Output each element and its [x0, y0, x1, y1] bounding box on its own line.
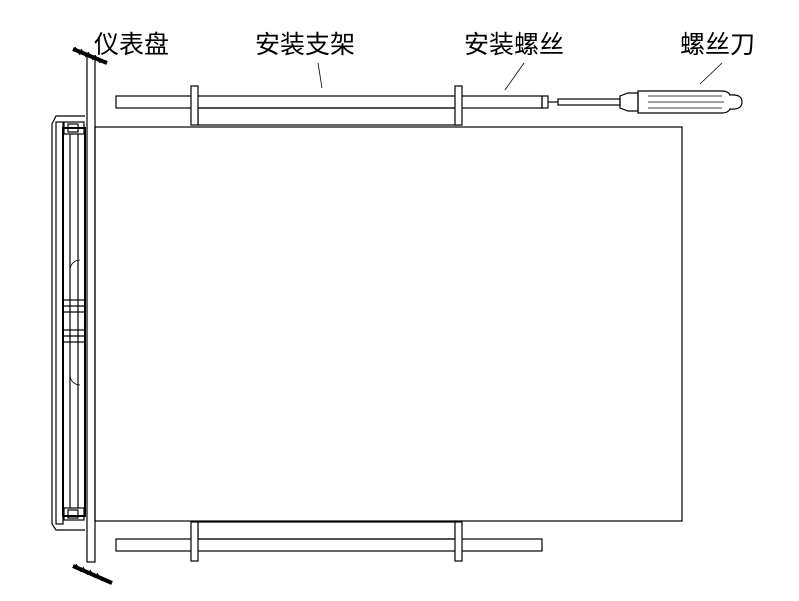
- screwdriver: [541, 90, 743, 114]
- bottom-mounting-bracket: [115, 521, 543, 562]
- top-mounting-bracket: [115, 85, 543, 126]
- label-screw: 安装螺丝: [464, 30, 564, 59]
- label-bracket: 安装支架: [255, 30, 355, 59]
- label-screwdriver: 螺丝刀: [680, 30, 755, 59]
- leader-screwdriver: [699, 62, 723, 85]
- leader-bracket: [317, 62, 323, 89]
- instrument-bezel: [51, 115, 86, 531]
- label-panel: 仪表盘: [94, 30, 169, 59]
- leader-screw: [504, 62, 525, 91]
- instrument-body: [94, 126, 683, 522]
